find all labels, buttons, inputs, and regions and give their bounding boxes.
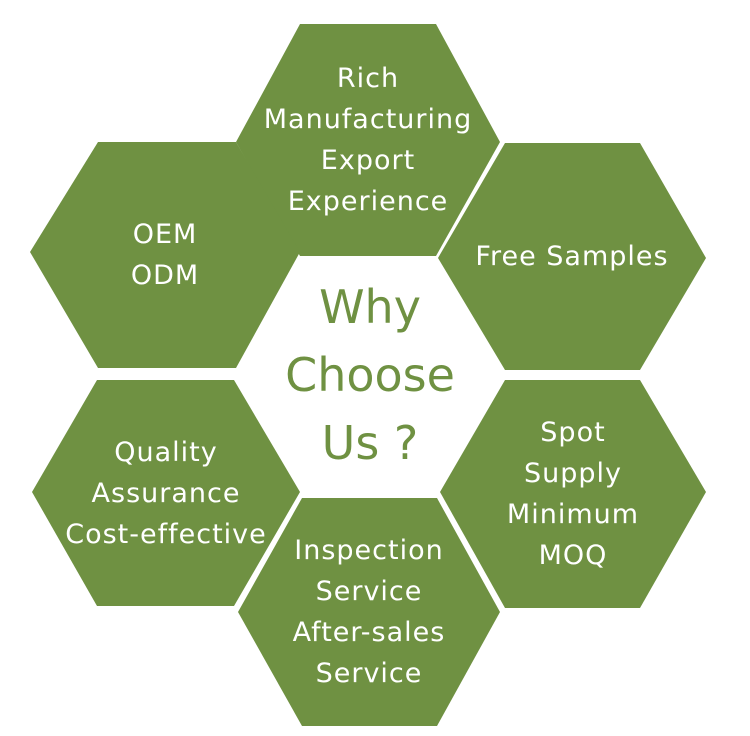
hex-upper-right-label: Free Samples (438, 143, 706, 370)
label-line: Export (320, 145, 416, 176)
label-line: Spot (540, 417, 606, 448)
label-line: Experience (287, 186, 449, 217)
label-line: Minimum (506, 499, 640, 530)
hex-upper-left-label: OEM ODM (30, 142, 300, 368)
hex-upper-left-shape (30, 142, 300, 368)
label-line: Supply (523, 458, 622, 489)
label-line: Why (319, 280, 421, 334)
label-line: Service (315, 576, 423, 607)
label-line: Assurance (91, 477, 241, 509)
hex-lower-right-shape (440, 380, 706, 608)
label-line: Rich (336, 63, 400, 94)
label-line: Cost-effective (65, 518, 267, 550)
label-line: Free Samples (475, 241, 669, 272)
label-line: Us ? (321, 416, 419, 470)
label-line: Quality (114, 436, 218, 468)
label-line: OEM (132, 219, 198, 250)
label-line: MOQ (538, 540, 608, 571)
label-line: Inspection (294, 535, 444, 566)
label-line: After-sales (292, 617, 446, 648)
hex-lower-left-shape (32, 380, 300, 606)
hex-top-shape (236, 24, 500, 256)
label-line: ODM (130, 260, 200, 291)
label-line: Manufacturing (263, 104, 473, 135)
hex-bottom-shape (238, 498, 500, 726)
label-line: Choose (285, 348, 455, 402)
hex-upper-right-shape (438, 143, 706, 370)
label-line: Service (315, 658, 423, 689)
